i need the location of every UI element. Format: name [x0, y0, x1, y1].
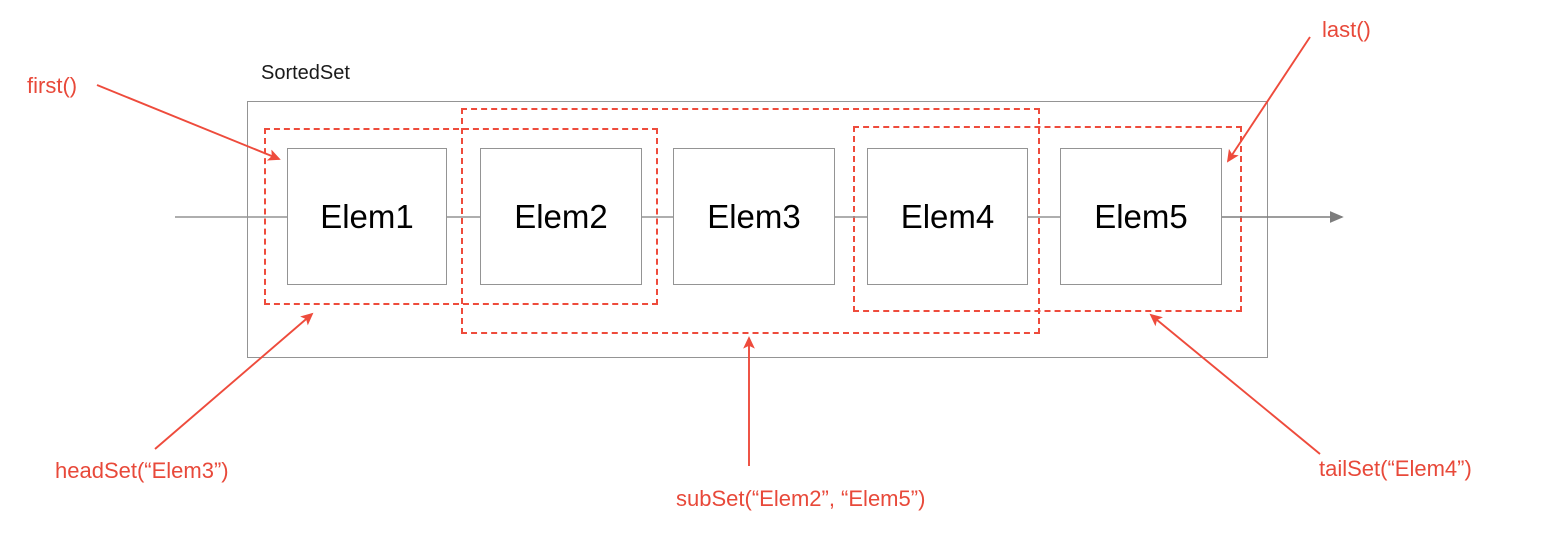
element-box	[287, 148, 447, 285]
element-label: Elem2	[514, 197, 608, 235]
element-box	[673, 148, 835, 285]
element-label: Elem1	[320, 197, 414, 235]
subset-region	[461, 108, 1040, 334]
sorted-set-title: SortedSet	[261, 62, 350, 84]
element-box	[867, 148, 1028, 285]
annotation-subset: subSet(“Elem2”, “Elem5”)	[676, 486, 926, 511]
annotation-first: first()	[27, 73, 78, 98]
element-box	[480, 148, 642, 285]
annotation-last: last()	[1322, 17, 1371, 42]
annotation-tailset: tailSet(“Elem4”)	[1319, 456, 1472, 481]
element-label: Elem4	[900, 197, 995, 235]
element-label: Elem5	[1094, 197, 1188, 235]
element-box	[1060, 148, 1222, 285]
tailset-region	[853, 126, 1242, 312]
annotation-headset: headSet(“Elem3”)	[55, 458, 229, 483]
element-label: Elem3	[707, 197, 801, 235]
sorted-set-container	[247, 101, 1268, 358]
